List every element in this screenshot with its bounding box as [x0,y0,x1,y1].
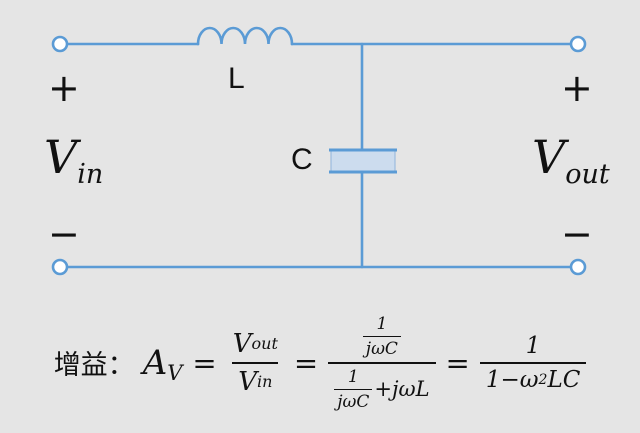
gain-symbol-base: A [142,342,168,383]
terminal-top-left [51,35,69,53]
gain-symbol: AV [142,342,183,385]
fraction-impedance-divider: 1 jωC 1 jωC +jωL [328,314,436,412]
capacitor-label: C [291,143,313,176]
jwc-top: jωC [362,335,401,359]
jwc-bottom: jωC [334,388,373,412]
right-minus-sign: − [561,212,593,256]
impedance-numerator: 1 jωC [357,314,407,362]
terminal-bottom-left [51,258,69,276]
vout-base-small: V [232,328,252,359]
vin-label: Vin [44,130,103,188]
impedance-denominator: 1 jωC +jωL [328,361,436,412]
vin-base-small: V [238,366,257,397]
fraction-one-over-jwc-top: 1 jωC [362,313,401,359]
vout-base: V [532,130,566,184]
terminal-bottom-right [569,258,587,276]
vout-label: Vout [532,130,610,188]
equals-sign-1: = [192,345,217,380]
vin-subscript: in [77,159,104,190]
equals-sign-3: = [445,345,470,380]
result-numerator: 1 [525,332,541,359]
circuit-schematic [51,26,587,276]
inductor-symbol [196,26,294,46]
one-bottom: 1 [347,366,359,387]
gain-symbol-subscript: V [167,360,183,385]
plus-jwl-term: +jωL [374,377,430,401]
left-plus-sign: + [48,66,80,110]
one-top: 1 [376,313,388,334]
result-den-pre: 1−ω [485,366,539,393]
fraction-one-over-jwc-bottom: 1 jωC [334,366,373,412]
right-plus-sign: + [561,66,593,110]
result-den-post: LC [547,366,581,393]
equals-sign-2: = [293,345,319,380]
vin-base: V [44,130,78,184]
vout-subscript: out [565,159,610,190]
capacitor-body [330,149,396,173]
inductor-label: L [228,62,245,95]
terminal-top-right [569,35,587,53]
left-minus-sign: − [48,212,80,256]
gain-formula-prefix: 增益： [53,350,135,380]
